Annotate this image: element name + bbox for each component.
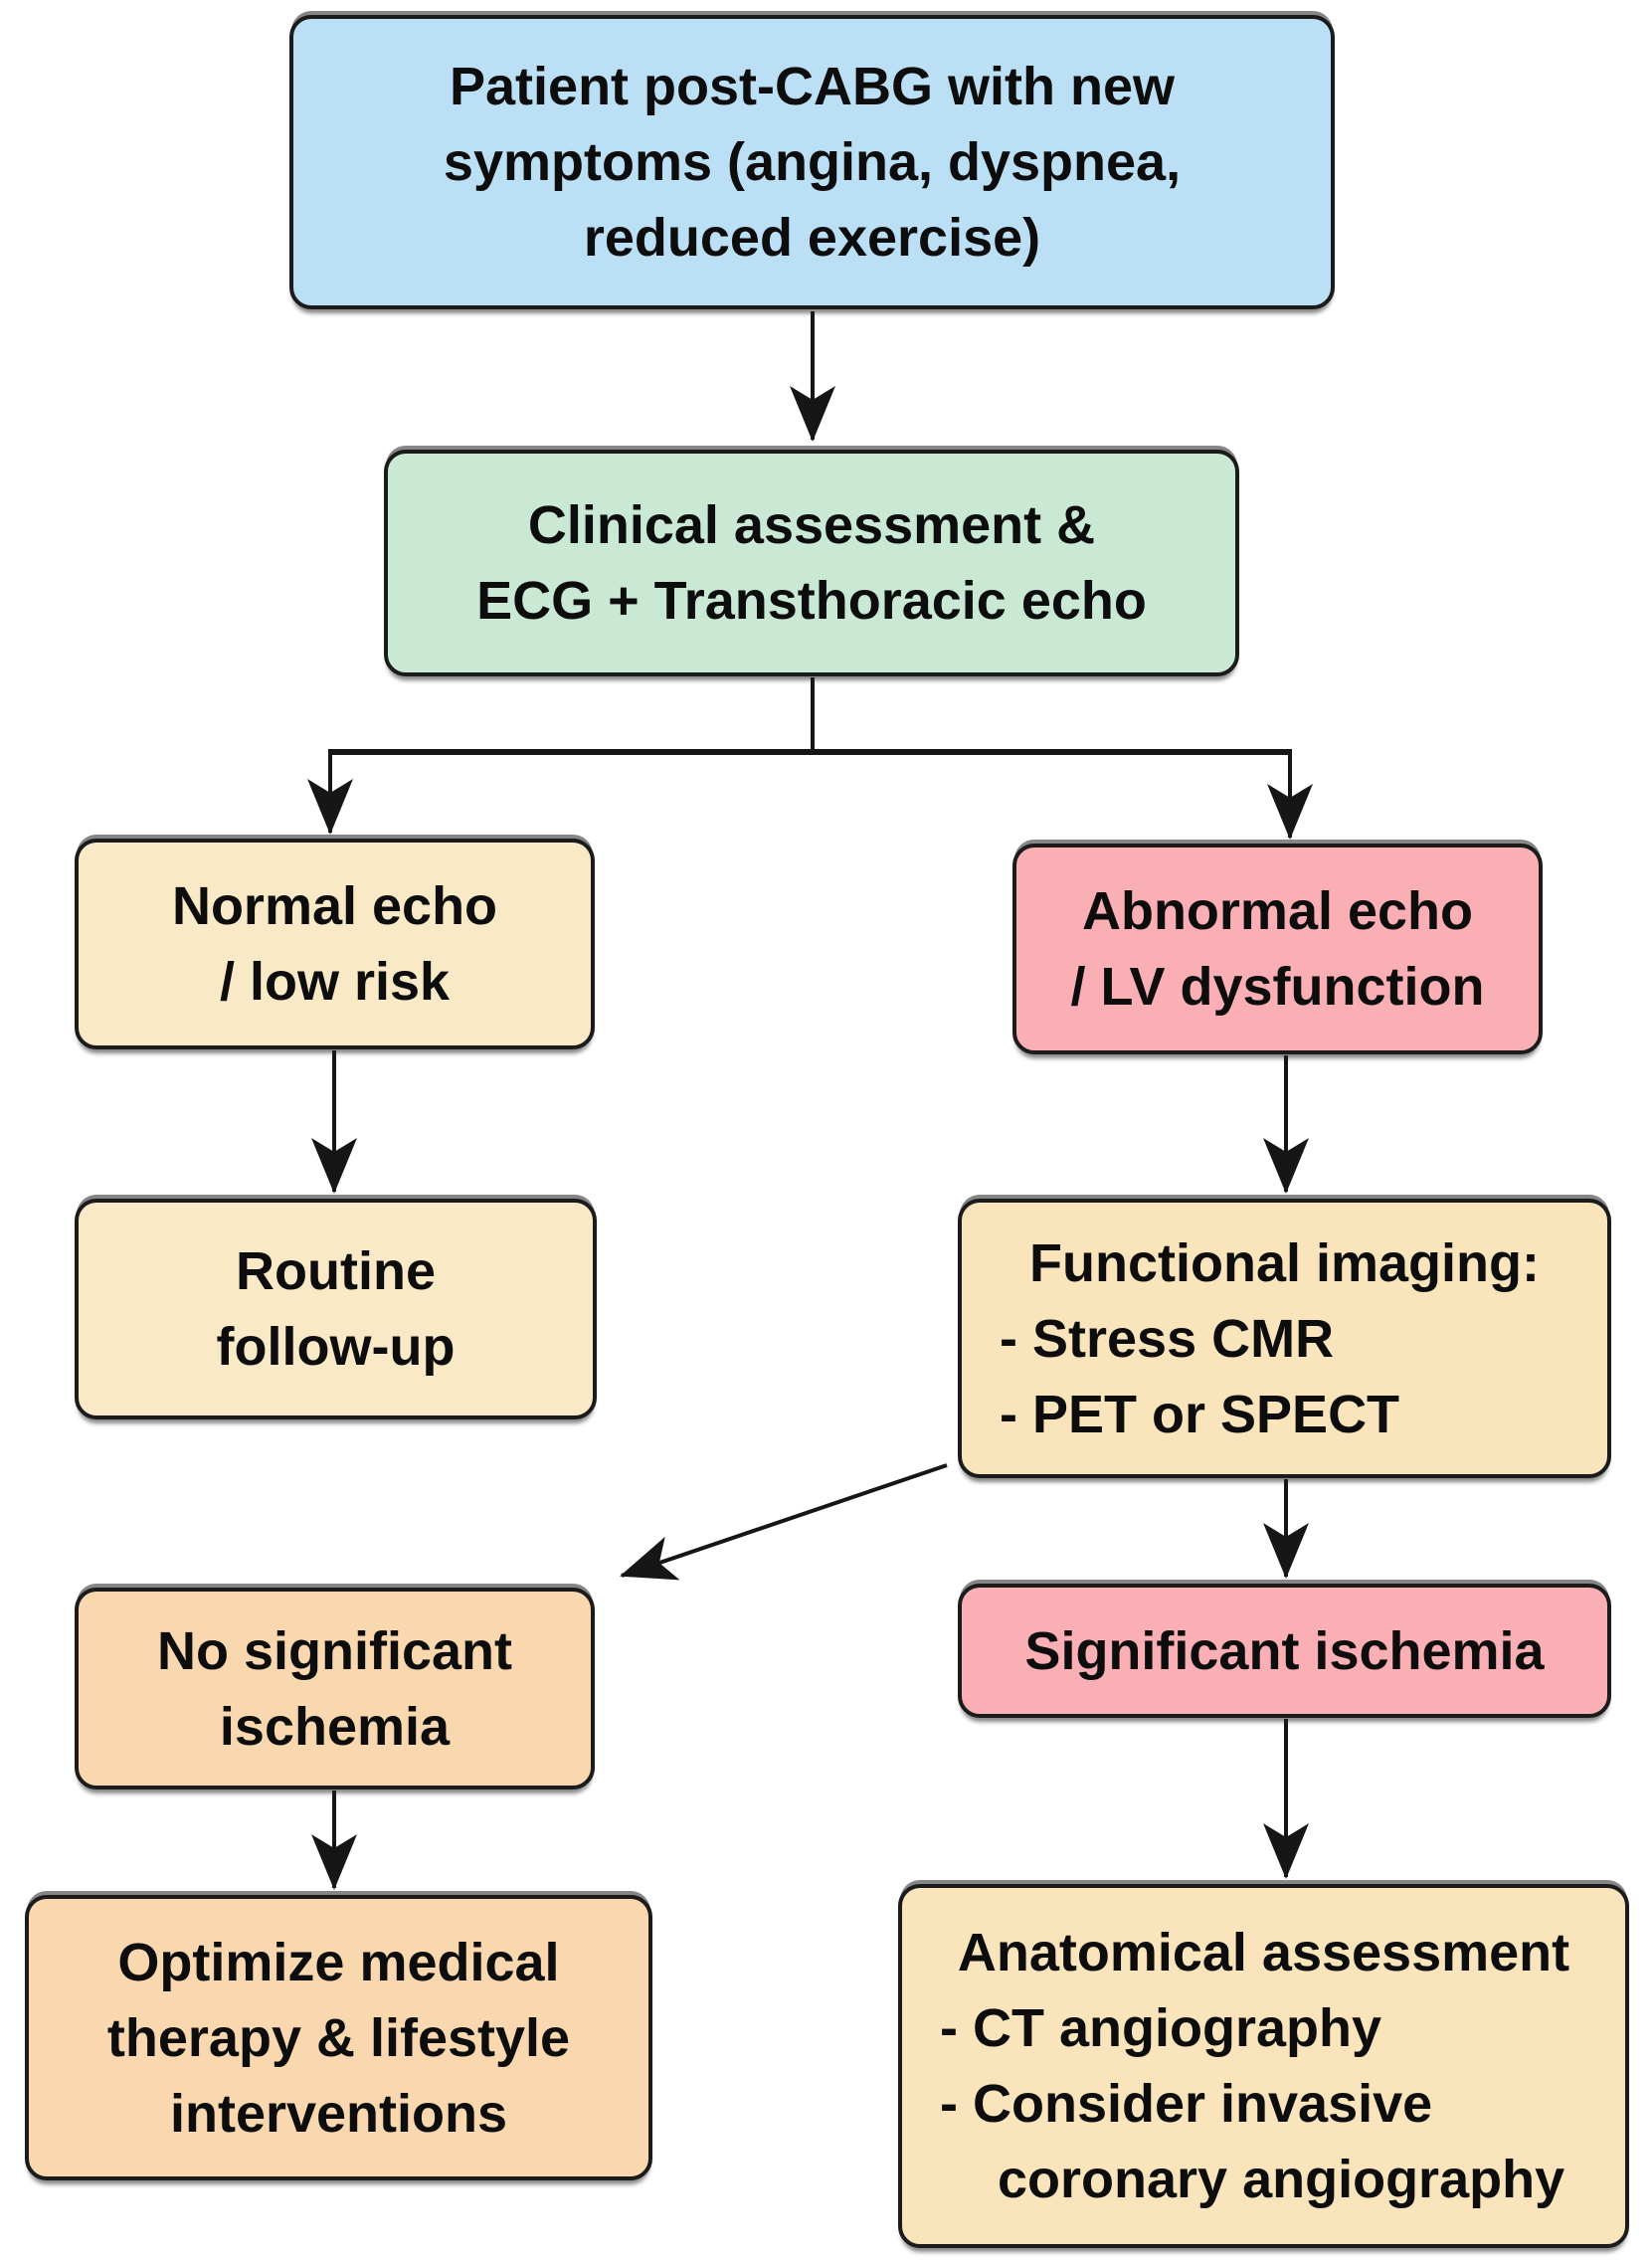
node-patient-line-1: Patient post-CABG with new (450, 57, 1175, 116)
node-routine-line-2: follow-up (216, 1317, 456, 1377)
node-abnormal-echo: Abnormal echo / LV dysfunction (1012, 844, 1543, 1054)
node-clinical-assessment: Clinical assessment & ECG + Transthoraci… (384, 450, 1239, 676)
node-normal-echo: Normal echo / low risk (75, 839, 595, 1049)
node-optimize-line-2: therapy & lifestyle (106, 2007, 571, 2068)
node-patient-line-2: symptoms (angina, dyspnea, (443, 132, 1182, 192)
node-routine-line-1: Routine (236, 1241, 436, 1301)
node-anatomical-line-2: - CT angiography (940, 1998, 1381, 2058)
node-optimize-line-3: interventions (169, 2083, 508, 2144)
node-anatomical-assessment: Anatomical assessment - CT angiography -… (898, 1884, 1629, 2248)
edge-functional-no-ischemia (620, 1463, 948, 1581)
node-functional-line-1: Functional imaging: (1029, 1232, 1540, 1293)
node-patient-post-cabg: Patient post-CABG with new symptoms (ang… (289, 15, 1335, 309)
node-abnormal-echo-line-2: / LV dysfunction (1070, 957, 1485, 1017)
node-functional-line-3: - PET or SPECT (1000, 1384, 1400, 1444)
node-abnormal-echo-line-1: Abnormal echo (1081, 881, 1474, 941)
node-optimize-line-1: Optimize medical (117, 1932, 560, 1992)
node-optimize-medical-therapy: Optimize medical therapy & lifestyle int… (25, 1895, 652, 2180)
node-normal-echo-line-1: Normal echo (171, 876, 498, 936)
node-anatomical-line-1: Anatomical assessment (957, 1923, 1570, 1982)
node-no-ischemia-line-1: No significant (156, 1620, 512, 1681)
node-significant-ischemia-line-1: Significant ischemia (1024, 1620, 1545, 1681)
node-clinical-line-2: ECG + Transthoracic echo (476, 571, 1147, 631)
node-clinical-line-1: Clinical assessment & (527, 495, 1096, 555)
node-normal-echo-line-2: / low risk (219, 952, 451, 1012)
node-no-ischemia-line-2: ischemia (219, 1696, 451, 1757)
node-anatomical-line-4: coronary angiography (998, 2150, 1565, 2209)
node-patient-line-3: reduced exercise) (583, 208, 1041, 268)
node-functional-imaging: Functional imaging: - Stress CMR - PET o… (958, 1199, 1611, 1478)
node-significant-ischemia: Significant ischemia (958, 1584, 1611, 1718)
node-no-significant-ischemia: No significant ischemia (75, 1588, 595, 1789)
node-routine-follow-up: Routine follow-up (75, 1199, 597, 1419)
node-anatomical-line-3: - Consider invasive (940, 2074, 1433, 2134)
node-functional-line-2: - Stress CMR (1000, 1308, 1335, 1369)
